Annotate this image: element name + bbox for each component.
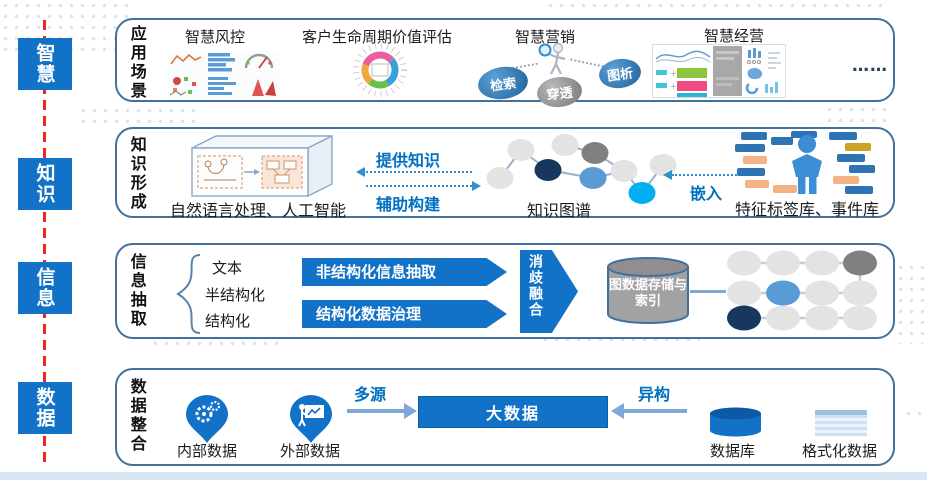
bottom-accent-bar xyxy=(0,472,927,480)
graph-index-grid-icon xyxy=(727,250,877,331)
database-label: 数据库 xyxy=(710,442,756,460)
heterogeneous-arrow xyxy=(623,409,687,413)
dot-pattern xyxy=(895,262,927,344)
layer-badge-knowledge: 知识 xyxy=(18,158,72,210)
svg-text:+: + xyxy=(670,69,677,78)
knowledge-graph-label: 知识图谱 xyxy=(527,201,592,220)
data-side-title: 数据整合 xyxy=(127,378,147,454)
layer-badge-information: 信息 xyxy=(18,262,72,314)
dot-pattern xyxy=(78,105,203,125)
nlp-label: 自然语言处理、人工智能 xyxy=(170,201,347,220)
provide-knowledge-label: 提供知识 xyxy=(376,151,441,170)
multi-source-label: 多源 xyxy=(354,385,387,404)
svg-text:+: + xyxy=(670,82,677,91)
dot-pattern xyxy=(545,0,890,15)
dot-pattern xyxy=(903,408,927,423)
source-type-semistructured: 半结构化 xyxy=(205,286,266,304)
application-side-title: 应用场景 xyxy=(127,25,147,101)
internal-data-label: 内部数据 xyxy=(177,442,238,460)
assist-build-label: 辅助构建 xyxy=(376,195,441,214)
formatted-data-label: 格式化数据 xyxy=(802,442,878,460)
knowledge-side-title: 知识形成 xyxy=(127,136,147,212)
bigdata-box: 大数据 xyxy=(418,396,608,428)
heterogeneous-label: 异构 xyxy=(638,385,671,404)
dot-pattern xyxy=(150,338,280,351)
multi-source-arrowhead xyxy=(404,403,417,419)
risk-charts-icon xyxy=(168,51,280,98)
source-type-structured: 结构化 xyxy=(205,312,251,330)
dashboard-icon: + + xyxy=(652,44,786,98)
unstructured-extraction-banner: 非结构化信息抽取 xyxy=(302,258,507,286)
structured-governance-banner: 结构化数据治理 xyxy=(302,300,507,328)
internal-data-pin-icon xyxy=(186,395,228,443)
store-grid-connector xyxy=(690,290,726,293)
lifecycle-ring-icon xyxy=(353,43,407,97)
external-data-pin-icon xyxy=(290,395,332,443)
database-cylinder-icon xyxy=(710,407,761,437)
embed-arrowhead xyxy=(663,170,672,180)
more-ellipsis: …… xyxy=(852,56,888,76)
source-type-text: 文本 xyxy=(212,259,243,277)
lifecycle-title: 客户生命周期价值评估 xyxy=(301,28,452,46)
knowledge-graph-icon xyxy=(486,134,677,204)
formatted-data-icon xyxy=(815,410,867,436)
embed-label: 嵌入 xyxy=(690,184,723,203)
layer-badge-wisdom: 智慧 xyxy=(18,38,72,90)
feature-tags-person-icon xyxy=(735,131,875,194)
heterogeneous-arrowhead xyxy=(611,403,624,419)
nlp-engine-box-icon xyxy=(191,134,333,198)
information-row-box xyxy=(115,243,895,339)
dot-pattern xyxy=(824,104,894,130)
information-side-title: 信息抽取 xyxy=(127,253,147,329)
risk-title: 智慧风控 xyxy=(184,28,245,46)
analyst-figure-icon xyxy=(538,42,566,75)
embed-arrow xyxy=(672,174,744,176)
brace-icon xyxy=(176,254,201,334)
rail-dashed-line xyxy=(43,20,46,468)
layer-badge-data: 数据 xyxy=(18,382,72,434)
graph-store-cylinder-icon xyxy=(607,257,689,324)
feature-tags-label: 特征标签库、事件库 xyxy=(735,200,880,219)
provide-arrow xyxy=(366,171,472,173)
assist-arrowhead xyxy=(472,181,481,191)
graph-store-label: 图数据存储与索引 xyxy=(608,278,687,310)
provide-arrowhead xyxy=(356,167,365,177)
external-data-label: 外部数据 xyxy=(280,442,341,460)
operation-title: 智慧经营 xyxy=(703,27,764,45)
multi-source-arrow xyxy=(347,409,405,413)
marketing-title: 智慧营销 xyxy=(514,28,575,46)
assist-arrow xyxy=(366,185,472,187)
